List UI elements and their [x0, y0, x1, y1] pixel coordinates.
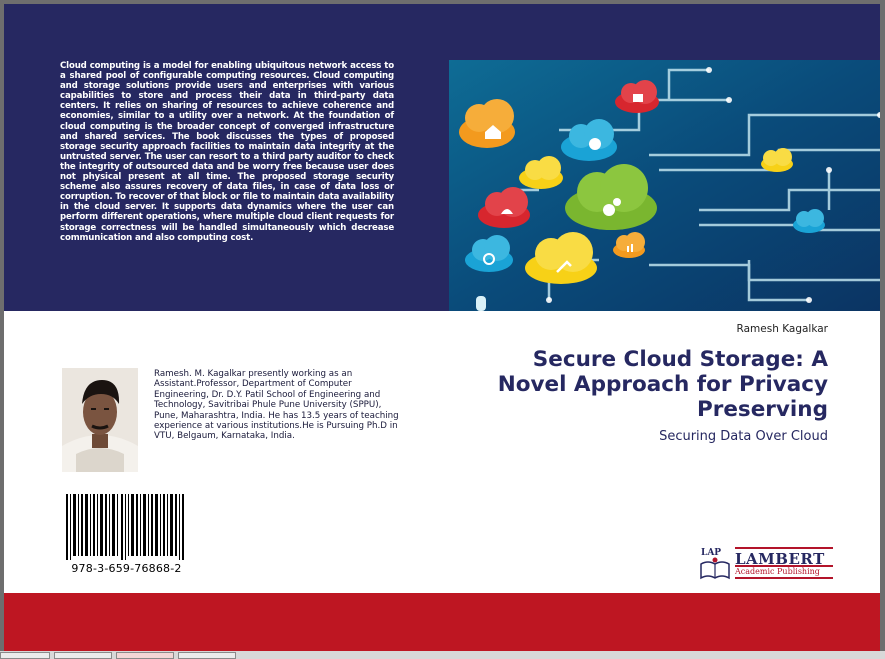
author-name: Ramesh Kagalkar [736, 323, 828, 335]
taskbar-button[interactable] [54, 652, 112, 659]
taskbar-button[interactable] [178, 652, 236, 659]
taskbar [0, 651, 885, 659]
publisher-rule-bottom [735, 577, 833, 579]
back-cover-blurb: Cloud computing is a model for enabling … [60, 61, 394, 243]
cloud-illustration [449, 60, 880, 311]
cloud-orange-home [459, 99, 515, 148]
book-subtitle: Securing Data Over Cloud [659, 429, 828, 444]
book-title: Secure Cloud Storage: A Novel Approach f… [497, 347, 828, 422]
publisher-logo: LAP LAMBERT Academic Publishing [697, 544, 837, 584]
taskbar-button[interactable] [0, 652, 50, 659]
footer-red-band [4, 593, 880, 651]
publisher-rule-top [735, 547, 833, 549]
author-bio: Ramesh. M. Kagalkar presently working as… [154, 369, 399, 442]
back-cover-band: Cloud computing is a model for enabling … [4, 4, 880, 311]
publisher-subtitle: Academic Publishing [735, 567, 820, 576]
isbn-barcode [64, 494, 189, 566]
svg-text:LAP: LAP [701, 548, 721, 558]
lap-book-icon: LAP [697, 544, 733, 584]
publisher-name: LAMBERT [735, 550, 825, 568]
book-cover: Cloud computing is a model for enabling … [4, 4, 880, 651]
isbn-number: 978-3-659-76868-2 [71, 562, 182, 575]
author-photo [62, 368, 138, 472]
taskbar-button[interactable] [116, 652, 174, 659]
publisher-rule-middle [735, 565, 833, 567]
